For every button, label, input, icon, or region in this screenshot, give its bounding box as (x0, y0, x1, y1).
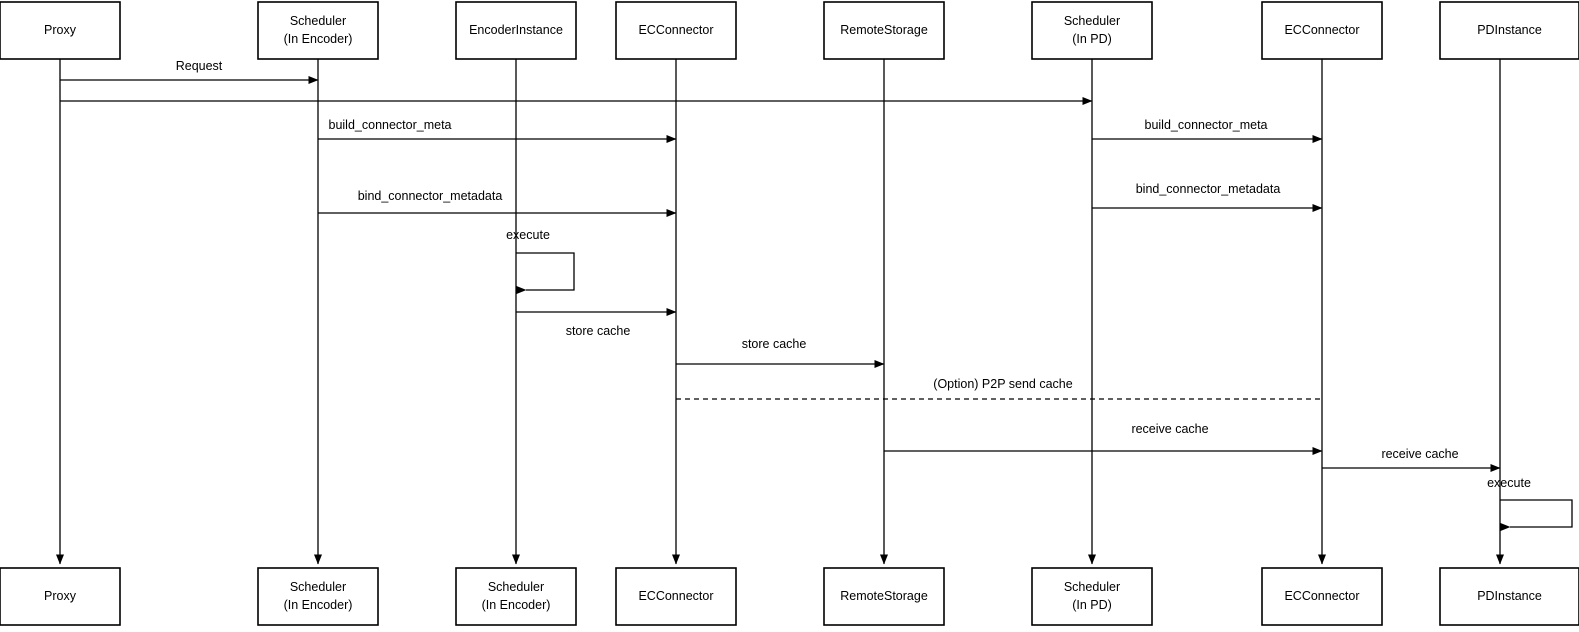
message-label: store cache (742, 337, 807, 351)
self-message-path (516, 252, 575, 294)
participant-box-rect (1031, 567, 1153, 626)
message-label: build_connector_meta (1145, 118, 1268, 132)
message-m8: store cache (676, 337, 885, 368)
participant-box-rect (1439, 567, 1579, 626)
message-m7: store cache (516, 308, 677, 338)
participant-label-line1: Proxy (44, 23, 77, 37)
participant-box-ecc_right-bottom: ECConnector (1261, 567, 1383, 626)
participant-box-pd_inst-top: PDInstance (1439, 1, 1579, 60)
participant-box-rect (823, 567, 945, 626)
participant-box-proxy-top: Proxy (0, 1, 121, 60)
participant-label-line2: (In Encoder) (482, 598, 551, 612)
participant-label-line1: Scheduler (1064, 580, 1120, 594)
message-m10: receive cache (884, 422, 1323, 455)
participant-box-sched_enc-top: Scheduler (In Encoder) (257, 1, 379, 60)
participant-box-encoder_inst-bottom: Scheduler (In Encoder) (455, 567, 577, 626)
self-message-s1: execute (506, 228, 575, 294)
participant-label-line1: Scheduler (290, 580, 346, 594)
participant-box-encoder_inst-top: EncoderInstance (455, 1, 577, 60)
message-m4: build_connector_meta (1092, 118, 1323, 143)
participant-label-line2: (In Encoder) (284, 32, 353, 46)
participant-box-sched_pd-top: Scheduler (In PD) (1031, 1, 1153, 60)
participant-box-rect (615, 1, 737, 60)
message-m1: Request (60, 59, 319, 84)
participant-box-rect (0, 1, 121, 60)
participant-box-rect (1031, 1, 1153, 60)
self-message-path (1500, 499, 1573, 531)
participant-header-layer: Proxy Scheduler (In Encoder) EncoderInstanc… (0, 1, 1579, 60)
participant-box-sched_pd-bottom: Scheduler (In PD) (1031, 567, 1153, 626)
participant-label-line1: Scheduler (488, 580, 544, 594)
message-label: build_connector_meta (329, 118, 452, 132)
self-message-label: execute (1487, 476, 1531, 490)
participant-box-rect (257, 1, 379, 60)
participant-label-line2: (In PD) (1072, 32, 1112, 46)
participant-box-sched_enc-bottom: Scheduler (In Encoder) (257, 567, 379, 626)
participant-box-rect (1261, 1, 1383, 60)
participant-box-rect (0, 567, 121, 626)
participant-label-line1: ECConnector (1284, 23, 1359, 37)
participant-box-rect (615, 567, 737, 626)
message-m9: (Option) P2P send cache (676, 377, 1322, 400)
message-m11: receive cache (1322, 447, 1501, 472)
self-message-s2: execute (1487, 476, 1573, 531)
self-messages-layer: execute execute (506, 228, 1573, 531)
participant-label-line1: Scheduler (1064, 14, 1120, 28)
participant-box-proxy-bottom: Proxy (0, 567, 121, 626)
participant-box-rect (1261, 567, 1383, 626)
participant-label-line1: ECConnector (638, 23, 713, 37)
participant-box-rect (257, 567, 379, 626)
participant-label-line1: PDInstance (1477, 23, 1542, 37)
participant-label-line1: EncoderInstance (469, 23, 563, 37)
participant-box-ecc_left-bottom: ECConnector (615, 567, 737, 626)
participant-footer-layer: Proxy Scheduler (In Encoder) Scheduler (In E… (0, 567, 1579, 626)
participant-box-rect (455, 567, 577, 626)
message-m3: build_connector_meta (318, 118, 677, 143)
lifelines-layer (56, 59, 1504, 565)
message-label: bind_connector_metadata (358, 189, 503, 203)
participant-box-ecc_right-top: ECConnector (1261, 1, 1383, 60)
participant-box-rect (455, 1, 577, 60)
message-label: store cache (566, 324, 631, 338)
participant-box-remote-bottom: RemoteStorage (823, 567, 945, 626)
self-message-label: execute (506, 228, 550, 242)
message-label: (Option) P2P send cache (933, 377, 1072, 391)
participant-label-line1: Scheduler (290, 14, 346, 28)
participant-box-rect (1439, 1, 1579, 60)
participant-box-rect (823, 1, 945, 60)
participant-label-line1: ECConnector (638, 589, 713, 603)
messages-layer: Request build_connector_meta build_connect… (60, 59, 1501, 472)
participant-box-remote-top: RemoteStorage (823, 1, 945, 60)
participant-label-line2: (In Encoder) (284, 598, 353, 612)
participant-label-line1: Proxy (44, 589, 77, 603)
participant-label-line1: PDInstance (1477, 589, 1542, 603)
message-label: Request (176, 59, 223, 73)
message-m6: bind_connector_metadata (1092, 182, 1323, 212)
message-label: bind_connector_metadata (1136, 182, 1281, 196)
participant-label-line2: (In PD) (1072, 598, 1112, 612)
participant-box-ecc_left-top: ECConnector (615, 1, 737, 60)
participant-box-pd_inst-bottom: PDInstance (1439, 567, 1579, 626)
participant-label-line1: RemoteStorage (840, 23, 928, 37)
message-m5: bind_connector_metadata (318, 189, 677, 217)
participant-label-line1: ECConnector (1284, 589, 1359, 603)
participant-label-line1: RemoteStorage (840, 589, 928, 603)
message-label: receive cache (1131, 422, 1208, 436)
message-label: receive cache (1381, 447, 1458, 461)
